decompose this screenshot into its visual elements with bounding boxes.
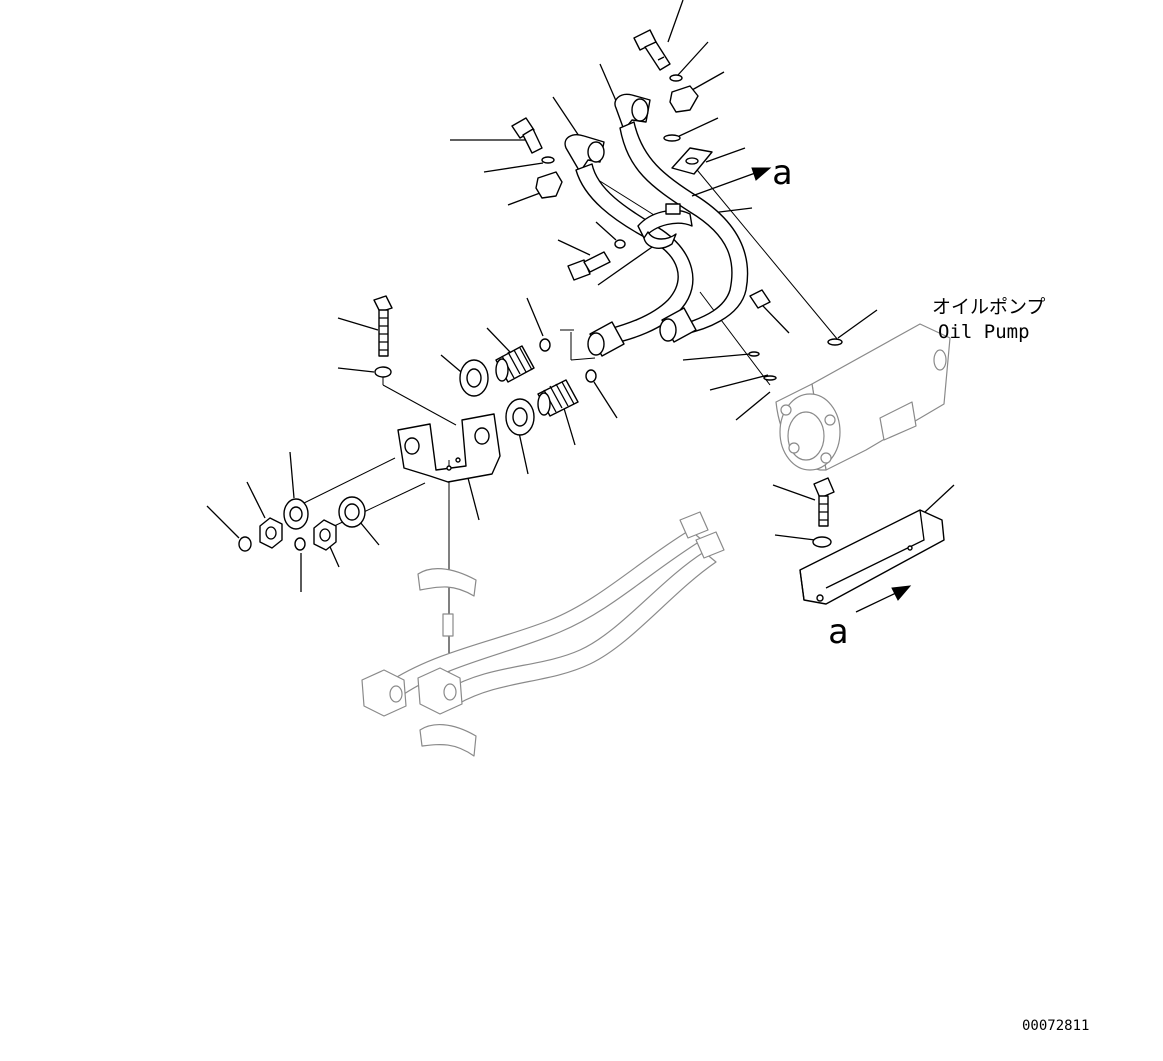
callout-a-lower: a [828, 612, 848, 652]
washer-clamp [614, 239, 626, 249]
o-ring-bushing-low [585, 369, 597, 383]
split-flange-top-right [669, 85, 699, 113]
elbow-fitting-right [614, 93, 651, 131]
nut-right [313, 519, 337, 551]
pump-label-jp: オイルポンプ [932, 296, 1045, 318]
bolt-clamp [567, 251, 611, 281]
pump-label-en: Oil Pump [938, 321, 1030, 343]
washer-right-bracket [812, 536, 832, 548]
bushing-upper [495, 345, 535, 383]
o-ring-bushing-top [539, 338, 551, 352]
o-ring-mid-b [763, 375, 777, 381]
support-bracket-right [799, 509, 945, 605]
connector-small [749, 289, 771, 309]
o-ring-left-lower [294, 537, 306, 551]
bolt-top-left [511, 117, 543, 154]
o-ring-left [238, 536, 252, 552]
callout-a-upper: a [772, 153, 792, 193]
washer-left-hole [289, 506, 303, 522]
nut-left [259, 517, 283, 549]
washer-large-upper-hole [466, 368, 482, 388]
arrow-lower [855, 585, 912, 613]
gasket-plate [671, 147, 713, 175]
washer-large-lower-hole [512, 407, 528, 427]
hose-end-fitting-right [659, 307, 697, 343]
bolt-top-right [633, 29, 671, 71]
leader-lines [206, 0, 955, 592]
oil-pump [775, 323, 951, 471]
bolt-right-bracket [813, 477, 835, 527]
drawing-number: 00072811 [1022, 1018, 1089, 1034]
o-ring-right [827, 338, 843, 346]
o-ring-top [663, 134, 681, 142]
arrow-upper [691, 167, 772, 197]
washer-right-hole [344, 503, 360, 521]
washer-top-left [541, 156, 555, 164]
hose-end-fitting-left [587, 321, 625, 357]
bolt-bracket [373, 295, 393, 357]
washer-top-right [669, 74, 683, 82]
hose-clamp [637, 203, 693, 249]
washer-bracket-bolt [374, 366, 392, 378]
split-flange-top-left [535, 171, 563, 199]
elbow-fitting-left [564, 134, 605, 173]
mounting-bracket [397, 413, 501, 483]
bushing-lower [537, 379, 579, 417]
o-ring-mid-a [748, 351, 760, 357]
steel-pipes-reference [361, 511, 725, 757]
